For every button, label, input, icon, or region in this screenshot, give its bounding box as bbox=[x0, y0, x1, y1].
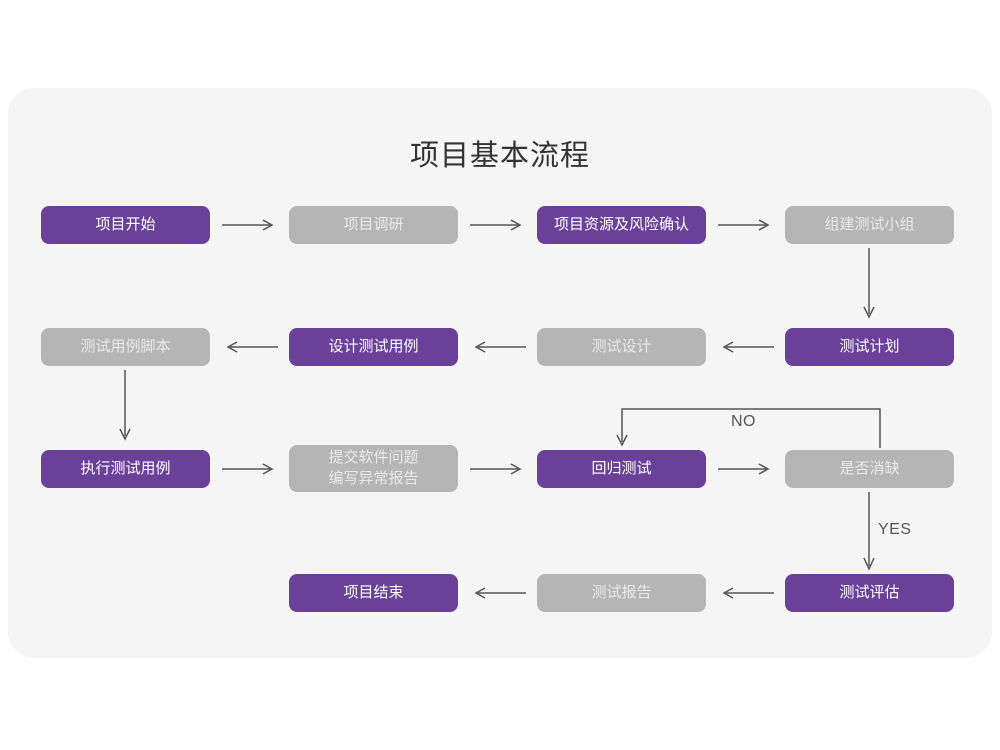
edge-label-no: NO bbox=[731, 413, 756, 430]
node-test-evaluation[interactable]: 测试评估 bbox=[785, 574, 954, 612]
node-project-end[interactable]: 项目结束 bbox=[289, 574, 458, 612]
node-test-plan[interactable]: 测试计划 bbox=[785, 328, 954, 366]
node-resource-risk-confirm[interactable]: 项目资源及风险确认 bbox=[537, 206, 706, 244]
node-project-research[interactable]: 项目调研 bbox=[289, 206, 458, 244]
node-test-report[interactable]: 测试报告 bbox=[537, 574, 706, 612]
node-regression-test[interactable]: 回归测试 bbox=[537, 450, 706, 488]
node-project-start[interactable]: 项目开始 bbox=[41, 206, 210, 244]
node-execute-test-case[interactable]: 执行测试用例 bbox=[41, 450, 210, 488]
flowchart-card bbox=[8, 88, 992, 658]
node-test-case-script[interactable]: 测试用例脚本 bbox=[41, 328, 210, 366]
node-design-test-case[interactable]: 设计测试用例 bbox=[289, 328, 458, 366]
node-submit-issue-report[interactable]: 提交软件问题 编写异常报告 bbox=[289, 445, 458, 492]
node-defect-resolved[interactable]: 是否消缺 bbox=[785, 450, 954, 488]
node-test-design[interactable]: 测试设计 bbox=[537, 328, 706, 366]
page-title: 项目基本流程 bbox=[409, 140, 590, 172]
edge-label-yes: YES bbox=[878, 521, 912, 538]
node-build-test-team[interactable]: 组建测试小组 bbox=[785, 206, 954, 244]
